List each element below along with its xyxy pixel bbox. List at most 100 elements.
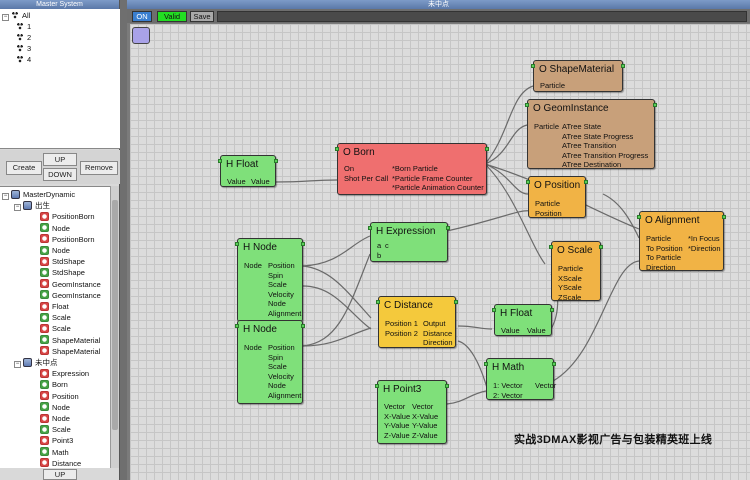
tree-item[interactable]: Node <box>40 223 70 234</box>
input-port[interactable] <box>235 324 239 328</box>
tree-item[interactable]: ShapeMaterial <box>40 346 100 357</box>
collapse-icon[interactable]: − <box>14 361 21 368</box>
on-button[interactable]: ON <box>132 11 152 22</box>
node-port-label: *Particle Frame Counter <box>392 173 473 183</box>
wire <box>446 210 531 232</box>
tree-item[interactable]: Float <box>40 301 69 312</box>
up-button[interactable]: UP <box>43 153 77 166</box>
output-port[interactable] <box>552 362 556 366</box>
collapse-icon[interactable]: − <box>14 204 21 212</box>
collapse-icon[interactable]: − <box>2 193 9 200</box>
input-port[interactable] <box>549 245 553 249</box>
scrollbar-thumb[interactable] <box>112 200 118 430</box>
bottom-up-button[interactable]: UP <box>43 469 77 480</box>
input-port[interactable] <box>531 64 535 68</box>
tree-item[interactable]: Born <box>40 379 68 390</box>
remove-button[interactable]: Remove <box>80 161 118 175</box>
output-port[interactable] <box>274 159 278 163</box>
tree-item[interactable]: Scale <box>40 323 71 334</box>
tree-item-all[interactable]: −All <box>2 11 31 21</box>
output-port[interactable] <box>301 242 305 246</box>
input-port[interactable] <box>492 308 496 312</box>
tree-item[interactable]: Distance <box>40 458 81 468</box>
output-port[interactable] <box>584 180 588 184</box>
output-port[interactable] <box>301 324 305 328</box>
output-port[interactable] <box>653 103 657 107</box>
input-port[interactable] <box>218 159 222 163</box>
operator-icon <box>40 458 49 468</box>
watermark-text: 实战3DMAX影视广告与包装精英班上线 <box>514 434 713 446</box>
tree-item[interactable]: PositionBorn <box>40 211 95 222</box>
output-port[interactable] <box>445 384 449 388</box>
output-port[interactable] <box>621 64 625 68</box>
tree-item[interactable]: Node <box>40 245 70 256</box>
node-port-label: Alignment <box>268 391 302 400</box>
input-port[interactable] <box>368 226 372 230</box>
input-port[interactable] <box>525 103 529 107</box>
tree-item[interactable]: Point3 <box>40 435 73 446</box>
tree-group-end[interactable]: −未中点 <box>14 357 58 368</box>
input-port[interactable] <box>376 300 380 304</box>
node-port-label: Y-Value <box>412 421 438 431</box>
tree-item-4[interactable]: 4 <box>16 54 31 65</box>
input-port[interactable] <box>637 215 641 219</box>
tree-item[interactable]: Math <box>40 447 69 458</box>
tree-root-master-dynamic[interactable]: −MasterDynamic <box>2 189 76 200</box>
tree-item[interactable]: StdShape <box>40 256 85 267</box>
node-port-label: Distance <box>423 328 453 338</box>
node-port-label: b <box>377 250 382 260</box>
output-port[interactable] <box>722 215 726 219</box>
tree-item-1[interactable]: 1 <box>16 21 31 32</box>
tree-item[interactable]: ShapeMaterial <box>40 335 100 346</box>
tree-item-3[interactable]: 3 <box>16 43 31 54</box>
tree-item-2[interactable]: 2 <box>16 32 31 43</box>
tree-item[interactable]: PositionBorn <box>40 234 95 245</box>
tree-item[interactable]: Node <box>40 402 70 413</box>
output-port[interactable] <box>485 147 489 151</box>
valid-button[interactable]: Valid <box>157 11 187 22</box>
operator-icon <box>40 435 49 445</box>
tree-item[interactable]: Scale <box>40 312 71 323</box>
output-port[interactable] <box>599 245 603 249</box>
tree-item[interactable]: StdShape <box>40 267 85 278</box>
input-port[interactable] <box>484 362 488 366</box>
tree-item[interactable]: GeomInstance <box>40 290 101 301</box>
input-port[interactable] <box>235 242 239 246</box>
output-port[interactable] <box>446 226 450 230</box>
node-port-label: Value <box>251 177 270 186</box>
output-port[interactable] <box>550 308 554 312</box>
input-port[interactable] <box>375 384 379 388</box>
input-port[interactable] <box>526 180 530 184</box>
down-button[interactable]: DOWN <box>43 168 77 181</box>
tree-group-birth[interactable]: −出生 <box>14 200 50 212</box>
tree-item[interactable]: Node <box>40 413 70 424</box>
save-button[interactable]: Save <box>190 11 214 22</box>
tree-scrollbar[interactable] <box>110 186 119 468</box>
create-button[interactable]: Create <box>6 161 42 175</box>
collapse-icon[interactable]: − <box>2 14 9 21</box>
tree-item[interactable]: Scale <box>40 424 71 435</box>
tree-item[interactable]: GeomInstance <box>40 279 101 290</box>
output-port[interactable] <box>454 300 458 304</box>
node-port-label: ATree State Progress <box>562 131 634 141</box>
tree-item[interactable]: Expression <box>40 368 89 379</box>
node-port-label: Position <box>268 343 295 352</box>
tree-item[interactable]: Position <box>40 391 79 402</box>
input-port[interactable] <box>335 147 339 151</box>
purple-node-swatch[interactable] <box>132 27 150 44</box>
